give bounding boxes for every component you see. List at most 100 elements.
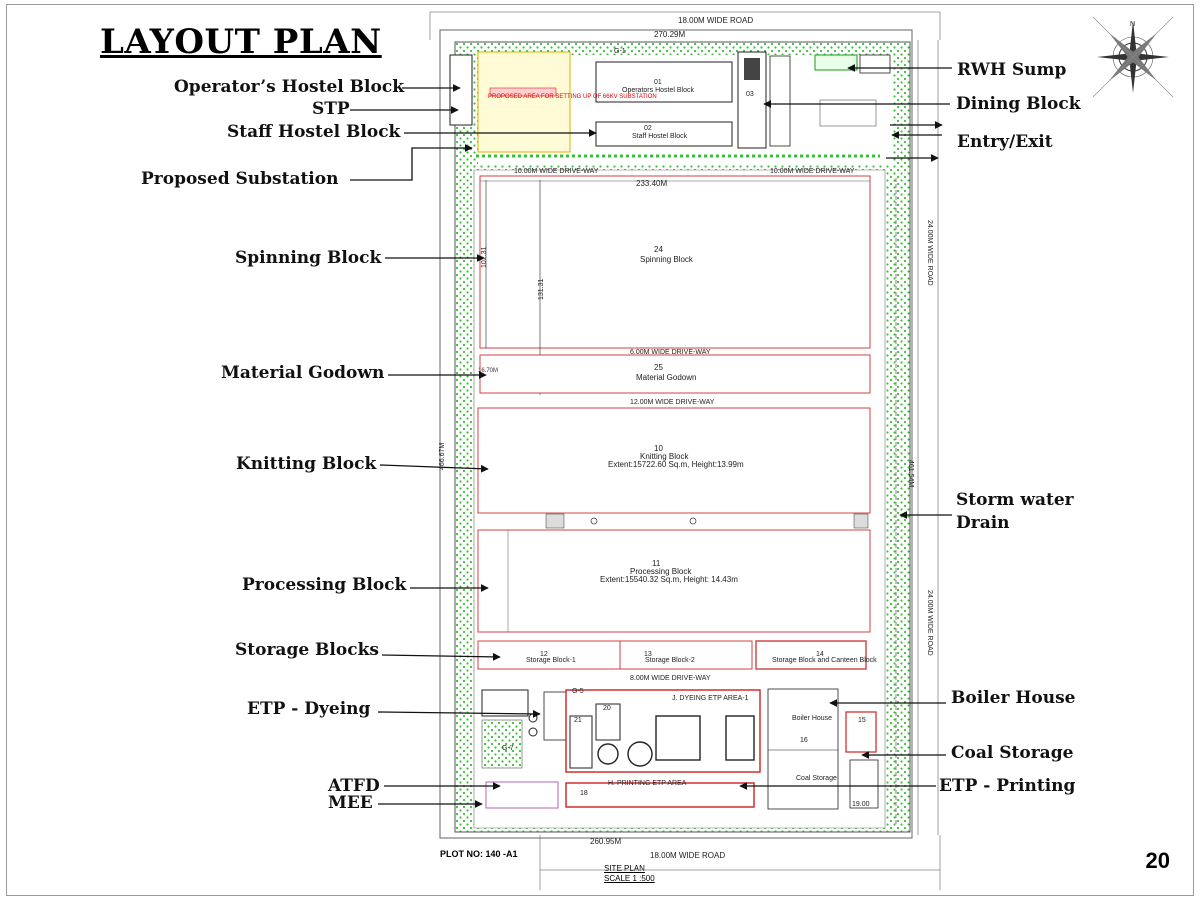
processing-number: 11 — [652, 559, 661, 568]
label-rwh-sump: RWH Sump — [957, 60, 1067, 80]
top-cluster — [449, 51, 891, 158]
driveway-12-label: 12.00M WIDE DRIVE-WAY — [630, 399, 715, 406]
driveway-top-left: 10.00M WIDE DRIVE-WAY — [514, 168, 599, 175]
road-top-label: 18.00M WIDE ROAD — [678, 16, 753, 25]
storage-block-1 — [477, 640, 641, 670]
coal-storage-block — [845, 711, 877, 753]
driveway-top-right: 10.00M WIDE DRIVE-WAY — [770, 168, 855, 175]
block-18-number: 18 — [580, 790, 588, 797]
knitting-name: Knitting Block — [640, 452, 689, 461]
operators-hostel-block — [595, 61, 733, 103]
block-21-number: 21 — [574, 717, 582, 724]
g7-label: G-7 — [502, 745, 514, 752]
callout-arrows — [350, 64, 952, 808]
road-right-label-2: 24.00M WIDE ROAD — [926, 590, 933, 656]
hostel-name: Operators Hostel Block — [622, 87, 694, 94]
label-knitting: Knitting Block — [236, 454, 377, 474]
north-arrow-icon — [1092, 16, 1174, 98]
stp-block — [449, 54, 473, 126]
storage2-name: Storage Block-2 — [645, 657, 695, 664]
coil-number: 15 — [858, 717, 866, 724]
label-processing: Processing Block — [242, 575, 407, 595]
dim-bottom-label: 260.95M — [590, 837, 621, 846]
page-title: LAYOUT PLAN — [100, 22, 382, 62]
site-plan-caption: SITE PLAN SCALE 1 :500 — [604, 864, 655, 884]
dim-left-label: 466.67M — [439, 443, 446, 470]
godown-name: Material Godown — [636, 373, 696, 382]
driveway-8-label: 8.00M WIDE DRIVE-WAY — [630, 675, 711, 682]
storage-block-3 — [755, 640, 867, 670]
proposed-substation-area — [477, 51, 571, 153]
staff-name: Staff Hostel Block — [632, 133, 688, 140]
block-19-number: 19.00 — [852, 801, 870, 808]
label-operators-hostel: Operator’s Hostel Block — [174, 77, 404, 97]
knitting-block — [477, 407, 871, 514]
etp-dyeing-area — [481, 689, 761, 773]
spinning-number: 24 — [654, 245, 663, 254]
etp-printing-area — [565, 782, 755, 808]
road-right-label-1: 24.00M WIDE ROAD — [926, 220, 933, 286]
coal-inner-label: Coal Storage — [796, 775, 837, 782]
processing-block — [477, 529, 871, 633]
north-letter: N — [1130, 21, 1135, 28]
driveway-6-label: 6.00M WIDE DRIVE-WAY — [630, 349, 711, 356]
knitting-extent: Extent:15722.60 Sq.m, Height:13.99m — [608, 460, 744, 469]
site-plan-scale: SCALE 1 :500 — [604, 874, 655, 883]
label-stp: STP — [312, 99, 350, 119]
processing-name: Processing Block — [630, 567, 692, 576]
storage1-name: Storage Block-1 — [526, 657, 576, 664]
spinning-block — [479, 175, 871, 349]
boiler-number: 16 — [800, 737, 808, 744]
printing-etp-label: H. PRINTING ETP AREA — [608, 780, 687, 787]
site-plan-title: SITE PLAN — [604, 864, 645, 873]
storage2-number: 13 — [644, 651, 652, 658]
boiler-house — [767, 688, 839, 810]
dim-top-label: 270.29M — [654, 30, 685, 39]
label-mee: MEE — [328, 793, 373, 813]
page-number: 20 — [1145, 848, 1170, 873]
dim-right-label: 461.54M — [907, 460, 914, 487]
godown-number: 25 — [654, 363, 663, 372]
staff-number: 02 — [644, 125, 652, 132]
godown-dim: 16.70M — [478, 368, 498, 374]
dining-number: 03 — [746, 91, 754, 98]
label-atfd: ATFD — [328, 776, 380, 796]
label-material-godown: Material Godown — [221, 363, 385, 383]
spinning-name: Spinning Block — [640, 255, 694, 264]
label-coal-storage: Coal Storage — [951, 743, 1074, 763]
label-storm-water: Storm water — [956, 490, 1074, 510]
label-etp-printing: ETP - Printing — [939, 776, 1076, 796]
label-storage: Storage Blocks — [235, 640, 379, 660]
hostel-number: 01 — [654, 79, 662, 86]
page-frame — [6, 4, 1194, 896]
rwh-sump — [814, 54, 858, 71]
storage3-number: 14 — [816, 651, 824, 658]
label-drain: Drain — [956, 513, 1010, 533]
storage-block-2 — [619, 640, 753, 670]
label-staff-hostel: Staff Hostel Block — [227, 122, 401, 142]
knitting-number: 10 — [654, 444, 663, 453]
staff-hostel-block — [595, 121, 733, 147]
spinning-width-dim: 233.40M — [636, 179, 667, 188]
material-godown — [479, 354, 871, 394]
road-bottom-label: 18.00M WIDE ROAD — [650, 851, 725, 860]
plot-number: PLOT NO: 140 -A1 — [440, 849, 518, 859]
storage1-number: 12 — [540, 651, 548, 658]
label-etp-dyeing: ETP - Dyeing — [247, 699, 371, 719]
label-dining: Dining Block — [956, 94, 1081, 114]
label-spinning: Spinning Block — [235, 248, 382, 268]
boiler-inner-label: Boiler House — [792, 715, 832, 722]
dyeing-etp-label: J. DYEING ETP AREA-1 — [672, 695, 749, 702]
g1-label: G-1 — [614, 48, 626, 55]
spinning-height-dim-2: 131.31 — [538, 278, 545, 300]
label-proposed-substation: Proposed Substation — [141, 169, 339, 189]
substation-note: PROPOSED AREA FOR SETTING UP OF 66KV SUB… — [488, 94, 657, 100]
spinning-height-dim-1: 102.31 — [481, 246, 488, 268]
storage3-name: Storage Block and Canteen Block — [772, 657, 877, 664]
g5-label: G-5 — [572, 688, 584, 695]
label-entry-exit: Entry/Exit — [957, 132, 1053, 152]
block-20-number: 20 — [603, 705, 611, 712]
processing-extent: Extent:15540.32 Sq.m, Height: 14.43m — [600, 575, 738, 584]
label-boiler-house: Boiler House — [951, 688, 1076, 708]
